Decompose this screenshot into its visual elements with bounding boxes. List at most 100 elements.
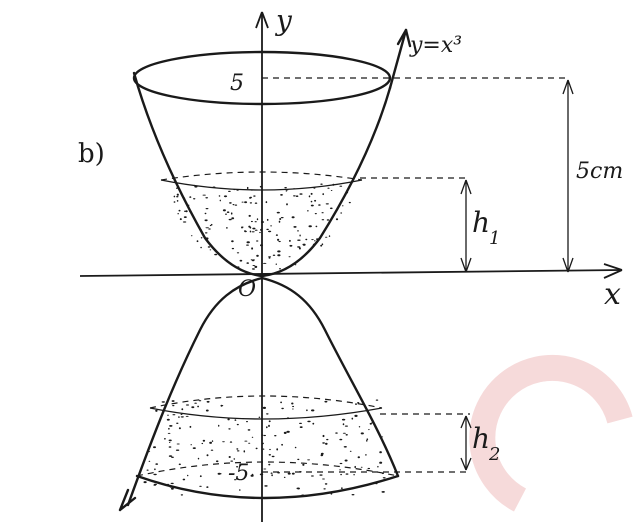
x-axis-label: x [604,277,621,312]
sand-grain [294,446,297,449]
sand-grain [263,468,267,470]
origin-label: O [238,277,256,302]
sand-grain [289,239,291,242]
sand-grain [342,423,345,426]
sand-grain [222,441,225,443]
sand-grain [247,429,251,431]
sand-grain [279,218,282,220]
sand-grain [205,227,209,229]
sand-grain [182,478,186,481]
y-axis-arrowhead [255,11,269,29]
sand-grain [244,201,248,204]
sand-grain [299,422,302,424]
sand-grain [252,227,256,230]
tick-label-top: 5 [230,71,244,96]
sand-grain [322,193,325,196]
sand-grain [244,230,246,232]
sand-grain [241,226,244,228]
y-axis-label: y [274,4,293,37]
sand-grain [322,442,325,444]
sand-grain [164,438,166,440]
sand-grain [254,265,258,268]
sand-grain [305,238,308,241]
sand-grain [288,256,291,258]
sand-grain [168,439,172,442]
sand-grain [360,432,364,435]
sand-grain [306,409,308,412]
sand-grain [207,246,211,248]
sand-grain [232,204,235,206]
sand-grain [161,401,165,403]
sand-grain [217,472,221,475]
sand-grain [276,448,279,451]
sand-grain [366,439,368,442]
sand-grain [330,190,333,191]
sand-grain [268,454,271,456]
sand-grain [184,210,186,212]
dimension-5cm-label: 5cm [576,159,623,184]
sand-grain [255,447,258,450]
lower-bulb [126,276,400,507]
sand-grain [176,196,179,198]
sand-grain [182,221,187,223]
sand-grain [214,253,218,256]
sand-grain [239,464,242,467]
sand-grain [357,456,360,459]
sand-grain [297,239,301,241]
sand-grain [254,229,258,231]
sand-grain [251,268,256,270]
sand-grain [281,407,284,410]
sand-grain [314,199,317,202]
sand-grain [251,231,255,233]
sand-grain [209,224,212,227]
sand-grain [205,409,209,412]
sand-grain [233,458,236,460]
sand-grain [180,413,183,415]
lower-right-curve [260,276,400,478]
sand-grain [268,420,271,423]
sand-grain [200,246,202,249]
sand-grain [220,405,224,407]
lower-sand [137,399,398,496]
sand-grain [308,225,312,228]
sand-grain [239,489,241,491]
sand-grain [230,212,233,215]
x-axis [79,269,623,277]
watermark-arc [469,354,633,512]
sand-grain [335,432,338,434]
sand-grain [180,494,184,496]
sand-grain [268,463,271,466]
sand-grain [297,458,300,461]
sand-grain [320,183,323,185]
sand-grain [325,203,329,205]
sand-grain [293,195,296,197]
sand-grain [259,231,261,234]
sand-grain [236,448,239,450]
sand-grain [310,475,314,477]
part-label: b) [78,139,105,169]
sand-grain [324,400,328,403]
sand-grain [279,268,281,270]
sand-grain [377,465,379,468]
sand-grain [218,195,221,197]
sand-grain [204,232,208,234]
sand-grain [271,474,273,477]
sand-grain [277,250,281,253]
sand-grain [211,440,214,442]
sand-grain [253,259,255,261]
sand-grain [325,236,328,238]
sand-grain [179,218,182,221]
sand-grain [177,213,179,215]
h1-label: h [472,206,490,239]
sand-grain [263,262,267,264]
upper-right-curve [260,86,392,278]
sand-grain [262,406,266,409]
sand-grain [253,195,256,197]
sand-grain [328,235,331,238]
sand-grain [291,402,294,405]
sand-grain [249,197,252,199]
sand-grain [278,240,281,243]
sand-grain [323,488,326,490]
